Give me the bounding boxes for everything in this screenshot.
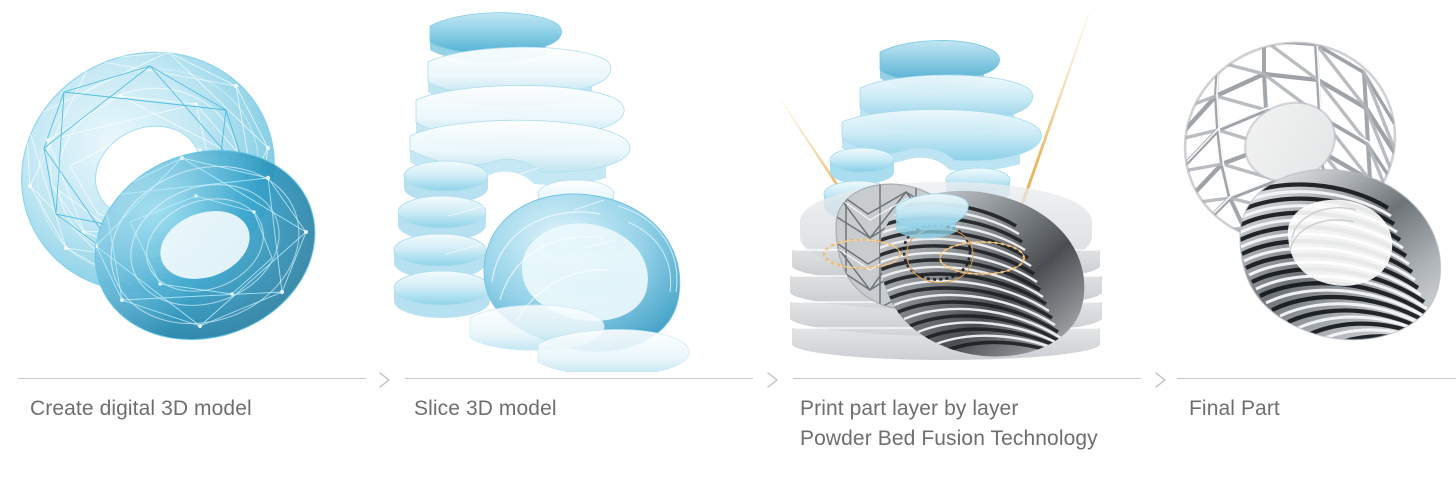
chevron-right-icon [374,369,396,391]
step-caption: Print part layer by layer Powder Bed Fus… [800,394,1098,454]
process-step-slice-3d-model: Slice 3D model [388,0,760,485]
step-caption-line-1: Slice 3D model [414,397,557,420]
step-divider-line [18,378,366,379]
artwork-digital-3d-model [0,0,372,372]
step-caption-line-1: Create digital 3D model [30,397,252,420]
chevron-right-icon [1150,369,1172,391]
step-caption-line-1: Final Part [1189,397,1280,420]
step-divider-line [1177,378,1456,379]
step-divider-line [405,378,753,379]
artwork-sliced-3d-model [388,0,760,372]
process-step-create-digital-3d-model: Create digital 3D model [0,0,372,485]
artwork-powder-bed-fusion [776,0,1148,372]
process-step-final-part: Final Part [1164,0,1456,485]
process-step-print-part-layer-by-layer: Print part layer by layer Powder Bed Fus… [776,0,1148,485]
chevron-right-icon [762,369,784,391]
step-divider-line [793,378,1141,379]
step-caption: Final Part [1189,394,1280,424]
step-caption-line-1: Print part layer by layer [800,397,1019,420]
step-caption: Slice 3D model [414,394,557,424]
artwork-final-part [1164,0,1456,372]
step-caption-line-2: Powder Bed Fusion Technology [800,427,1098,450]
step-caption: Create digital 3D model [30,394,252,424]
